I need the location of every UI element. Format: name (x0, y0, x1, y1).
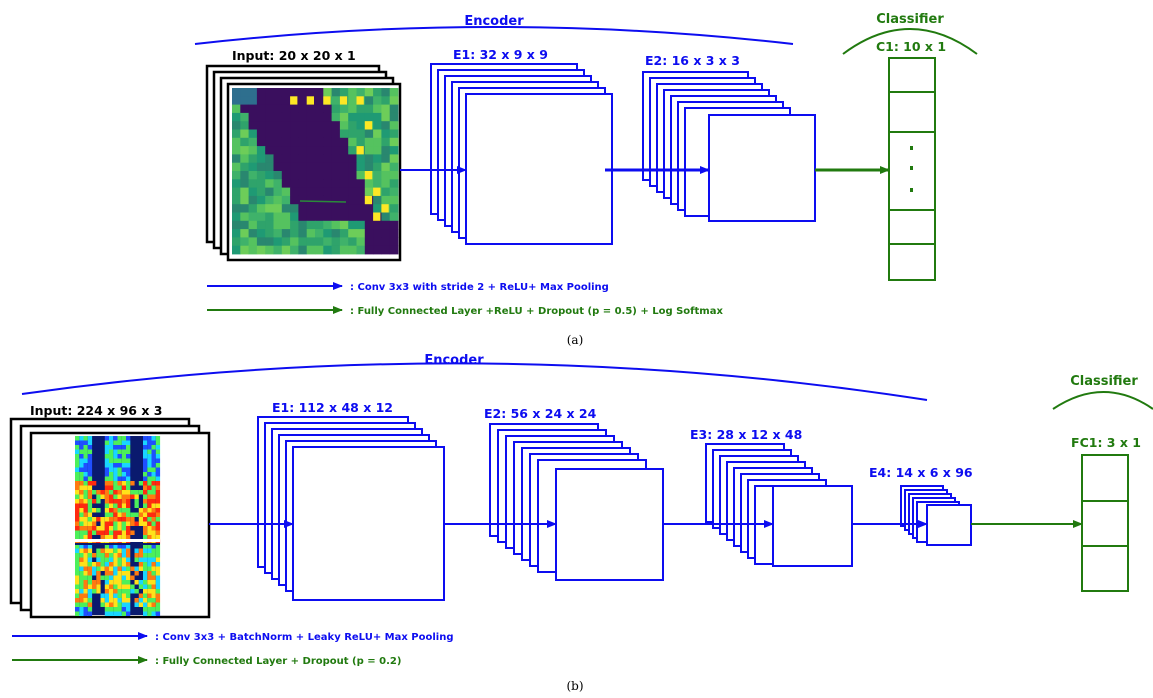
panel-b-input-label: Input: 224 x 96 x 3 (30, 403, 162, 418)
panel-b-encoder-label: Encoder (424, 353, 484, 368)
panel-b-e2-label: E2: 56 x 24 x 24 (484, 406, 597, 421)
panel-b-encoder-arc (21, 362, 928, 401)
panel-b-classifier-arc (1052, 391, 1153, 410)
panel-b-caption: (b) (566, 679, 583, 693)
panel-a: Encoder Input: 20 x 20 x 1 E1: 32 x 9 x … (194, 12, 978, 347)
panel-a-classifier-arc (842, 28, 978, 55)
panel-b-e4-stack (900, 485, 972, 546)
panel-a-e2-stack (642, 71, 816, 222)
panel-a-c1-label: C1: 10 x 1 (876, 39, 946, 54)
panel-a-c1-ellipsis (910, 146, 913, 192)
panel-a-e1-stack (430, 63, 613, 245)
panel-b-e4-label: E4: 14 x 6 x 96 (869, 465, 973, 480)
panel-a-legend-fc-text: : Fully Connected Layer +ReLU + Dropout … (350, 306, 723, 317)
panel-a-encoder-label: Encoder (464, 14, 524, 29)
panel-b-fc1-label: FC1: 3 x 1 (1071, 435, 1141, 450)
panel-a-e2-label: E2: 16 x 3 x 3 (645, 53, 740, 68)
panel-b-fc1-vector (1081, 454, 1129, 592)
panel-a-caption: (a) (567, 333, 584, 347)
panel-a-legend-conv-text: : Conv 3x3 with stride 2 + ReLU+ Max Poo… (350, 282, 609, 293)
panel-b-legend-fc-text: : Fully Connected Layer + Dropout (p = 0… (155, 656, 401, 667)
panel-b-e3-stack (705, 443, 853, 567)
panel-b-e1-label: E1: 112 x 48 x 12 (272, 400, 393, 415)
panel-b-e3-label: E3: 28 x 12 x 48 (690, 427, 802, 442)
panel-a-classifier-label: Classifier (876, 12, 944, 27)
panel-b-e1-stack (257, 416, 445, 601)
panel-a-input-image (232, 88, 399, 255)
panel-b-classifier-label: Classifier (1070, 374, 1138, 389)
panel-b-e2-stack (489, 423, 664, 581)
panel-b-legend-conv-text: : Conv 3x3 + BatchNorm + Leaky ReLU+ Max… (155, 632, 454, 643)
panel-a-input-label: Input: 20 x 20 x 1 (232, 48, 356, 63)
panel-b-input-image (75, 436, 161, 616)
panel-a-e1-label: E1: 32 x 9 x 9 (453, 47, 548, 62)
panel-b: Encoder Input: 224 x 96 x 3 E1: 112 x 48… (9, 353, 1153, 693)
panel-a-encoder-arc (194, 26, 794, 45)
